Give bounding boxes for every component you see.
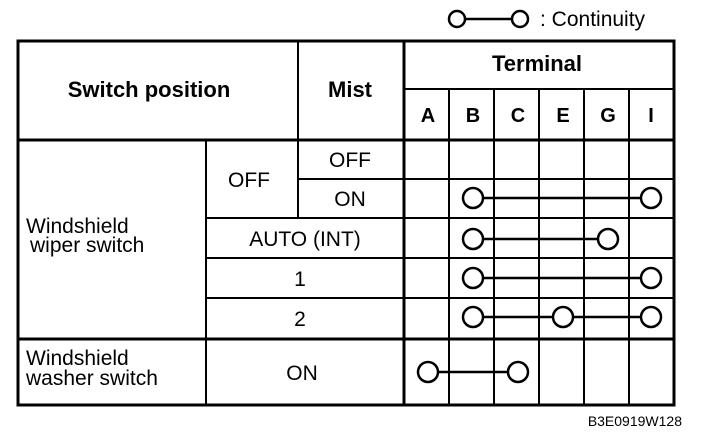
continuity-legend: : Continuity	[447, 8, 646, 31]
wiper-switch-label-line2: wiper switch	[29, 234, 144, 257]
terminal-g: G	[600, 105, 616, 127]
legend-circle-right	[510, 9, 530, 29]
continuity-point-wiper-1-b	[461, 266, 485, 290]
mist-on: ON	[334, 188, 366, 211]
terminal-i: I	[648, 105, 654, 127]
position-auto-int: AUTO (INT)	[249, 228, 361, 251]
washer-switch-label-line1: Windshield	[26, 347, 129, 370]
washer-position-on: ON	[286, 362, 318, 385]
terminal-c: C	[511, 105, 525, 127]
washer-switch-label-line2: washer switch	[25, 367, 158, 390]
terminal-b: B	[466, 105, 480, 127]
terminal-a: A	[421, 105, 435, 127]
continuity-point-wiper-2-i	[639, 305, 663, 329]
continuity-point-wiper-1-i	[639, 266, 663, 290]
continuity-point-wiper-off-mist-on-b	[461, 186, 485, 210]
mist-off: OFF	[329, 149, 371, 172]
continuity-marks	[416, 186, 663, 384]
position-off: OFF	[228, 169, 270, 192]
continuity-point-wiper-2-e	[551, 305, 575, 329]
table-grid	[16, 39, 676, 407]
continuity-point-washer-on-a	[416, 360, 440, 384]
continuity-point-wiper-auto-int-b	[461, 227, 485, 251]
figure-code: B3E0919W128	[588, 413, 682, 429]
legend-label: : Continuity	[540, 8, 646, 31]
continuity-point-wiper-2-b	[461, 305, 485, 329]
continuity-point-washer-on-c	[506, 360, 530, 384]
wiper-switch-label-line1: Windshield	[26, 215, 129, 238]
position-1: 1	[294, 268, 306, 291]
continuity-point-wiper-auto-int-g	[596, 227, 620, 251]
continuity-point-wiper-off-mist-on-i	[639, 186, 663, 210]
position-2: 2	[294, 308, 306, 331]
header-mist: Mist	[328, 77, 373, 102]
header-switch-position: Switch position	[68, 77, 231, 102]
header-terminal: Terminal	[492, 51, 582, 76]
table-border	[16, 39, 676, 407]
legend-circle-left	[447, 9, 467, 29]
terminal-e: E	[556, 105, 569, 127]
